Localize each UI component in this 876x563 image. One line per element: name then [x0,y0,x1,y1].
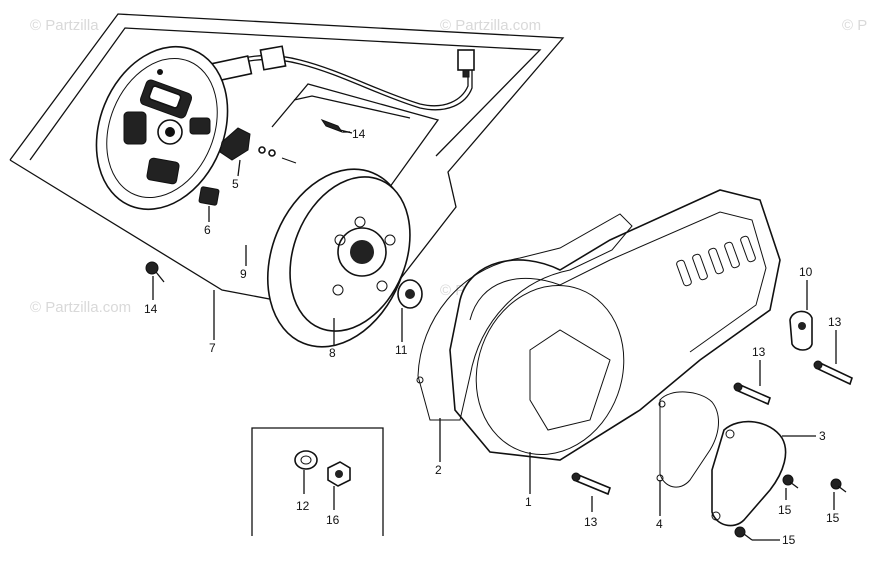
callout-13-bottom: 13 [584,515,598,529]
cover-vent-slots [676,235,756,287]
callout-8: 8 [329,346,336,360]
callout-10: 10 [799,265,813,279]
callout-4: 4 [656,517,663,531]
callout-3: 3 [819,429,826,443]
part-3-plate [711,420,787,527]
stator-assembly [95,45,229,211]
part-10-clamp [789,310,813,351]
callout-13-mid: 13 [752,345,766,359]
callout-7: 7 [209,341,216,355]
watermarks: © Partzilla © Partzilla.com © P © Partzi… [30,17,867,316]
wire-harness [204,45,475,111]
callout-14-top: 14 [352,127,366,141]
callout-6: 6 [204,223,211,237]
watermark-top-right: © P [842,17,867,34]
callout-1: 1 [525,495,532,509]
part-4-gasket [656,391,719,488]
part-11-nut [397,279,423,309]
callout-9: 9 [240,267,247,281]
callout-15-bottom: 15 [782,533,796,547]
box-12-16 [251,427,384,536]
callout-15-mid: 15 [778,503,792,517]
leader-lines [152,131,837,541]
callout-5: 5 [232,177,239,191]
callout-13-right: 13 [828,315,842,329]
part-14-screw-b [145,261,165,283]
callout-labels: 5 6 7 9 8 11 14 14 2 1 4 3 10 13 13 13 1… [144,127,842,547]
part-14-screw-a [320,118,353,134]
screws-15 [734,474,847,541]
callout-11: 11 [395,343,408,357]
part-5-contact [219,127,297,164]
part-2-gasket [416,213,633,421]
callout-15-right: 15 [826,511,840,525]
part-6-condenser [198,186,220,206]
bolts-13 [571,360,853,496]
callout-14-left: 14 [144,302,158,316]
watermark-top-center: © Partzilla.com [440,17,541,34]
callout-2: 2 [435,463,442,477]
part-8-flywheel [266,168,411,348]
callout-16: 16 [326,513,340,527]
watermark-mid-left: © Partzilla.com [30,299,131,316]
watermark-top-left: © Partzilla [30,17,99,34]
callout-12: 12 [296,499,310,513]
